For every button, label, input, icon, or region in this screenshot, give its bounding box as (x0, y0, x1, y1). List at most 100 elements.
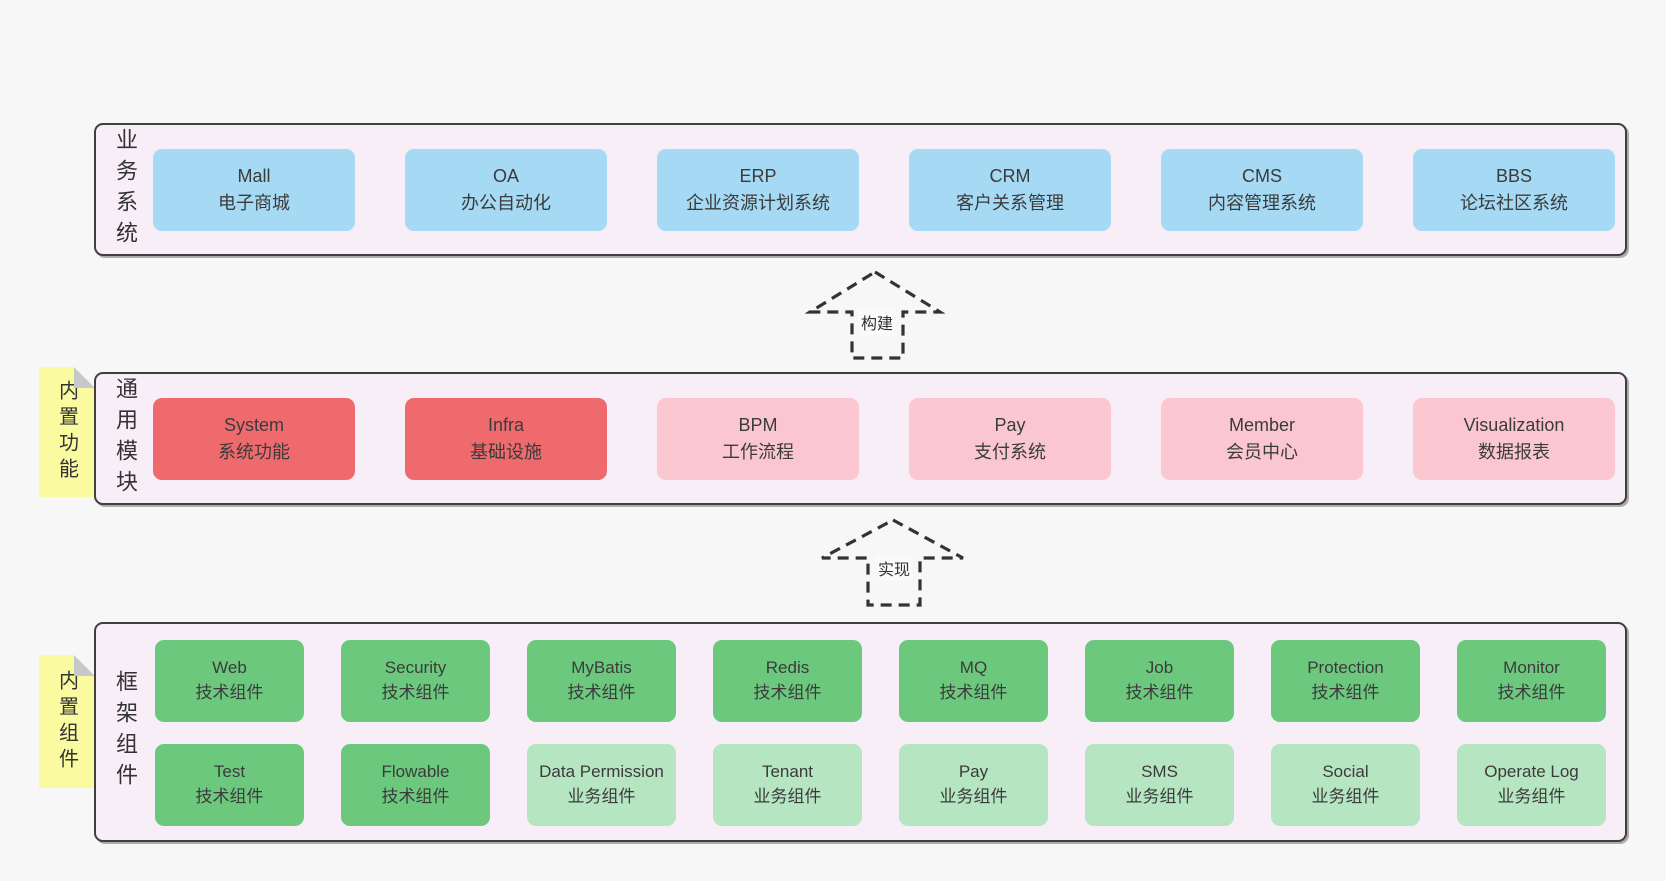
tag-label: 内置组件 (55, 669, 78, 774)
box-infra: Infra 基础设施 (405, 397, 607, 480)
box-title: Web (212, 658, 247, 678)
box-pay-biz: Pay 业务组件 (899, 744, 1048, 826)
box-subtitle: 业务组件 (939, 787, 1008, 806)
box-subtitle: 技术组件 (195, 787, 264, 806)
band-common-modules: 通用模块 System 系统功能 Infra 基础设施 BPM 工作流程 Pay… (94, 372, 1627, 505)
band-label-framework-components: 框架组件 (113, 670, 138, 794)
box-tenant: Tenant 业务组件 (713, 744, 862, 826)
box-subtitle: 业务组件 (753, 787, 822, 806)
box-subtitle: 数据报表 (1478, 441, 1550, 462)
box-subtitle: 企业资源计划系统 (686, 192, 830, 213)
box-web: Web 技术组件 (155, 640, 304, 722)
box-title: Job (1145, 658, 1174, 678)
arrow-build-label: 构建 (858, 309, 896, 335)
box-bpm: BPM 工作流程 (657, 397, 859, 480)
box-title: Infra (487, 415, 525, 436)
box-member: Member 会员中心 (1161, 397, 1363, 480)
box-subtitle: 技术组件 (195, 683, 264, 702)
box-subtitle: 技术组件 (381, 787, 450, 806)
box-social: Social 业务组件 (1271, 744, 1420, 826)
box-test: Test 技术组件 (155, 744, 304, 826)
box-title: BBS (1495, 166, 1533, 187)
box-subtitle: 工作流程 (722, 441, 794, 462)
tag-built-in-components: 内置组件 (39, 655, 95, 788)
box-subtitle: 技术组件 (381, 683, 450, 702)
box-protection: Protection 技术组件 (1271, 640, 1420, 722)
box-title: CMS (1242, 166, 1282, 187)
box-subtitle: 业务组件 (567, 787, 636, 806)
box-subtitle: 客户关系管理 (956, 192, 1064, 213)
arrow-implement-label: 实现 (875, 555, 913, 581)
box-redis: Redis 技术组件 (713, 640, 862, 722)
box-sms: SMS 业务组件 (1085, 744, 1234, 826)
box-subtitle: 基础设施 (470, 441, 542, 462)
box-title: Member (1228, 415, 1295, 436)
band-business-systems: 业务系统 Mall 电子商城 OA 办公自动化 ERP 企业资源计划系统 CRM… (94, 123, 1627, 256)
box-subtitle: 会员中心 (1226, 441, 1298, 462)
box-bbs: BBS 论坛社区系统 (1413, 148, 1615, 231)
box-pay: Pay 支付系统 (909, 397, 1111, 480)
business-systems-row: Mall 电子商城 OA 办公自动化 ERP 企业资源计划系统 CRM 客户关系… (153, 148, 1615, 231)
arrow-build-icon (805, 270, 945, 360)
box-title: Security (384, 658, 447, 678)
band-label-common-modules: 通用模块 (113, 376, 138, 501)
box-title: Data Permission (539, 762, 664, 782)
common-modules-row: System 系统功能 Infra 基础设施 BPM 工作流程 Pay 支付系统… (153, 397, 1615, 480)
box-mybatis: MyBatis 技术组件 (527, 640, 676, 722)
box-flowable: Flowable 技术组件 (341, 744, 490, 826)
box-subtitle: 技术组件 (567, 683, 636, 702)
box-subtitle: 业务组件 (1125, 787, 1194, 806)
box-operate-log: Operate Log 业务组件 (1457, 744, 1606, 826)
arrow-implement-icon (821, 518, 964, 607)
box-subtitle: 办公自动化 (461, 192, 551, 213)
box-title: Protection (1307, 658, 1384, 678)
box-subtitle: 技术组件 (753, 683, 822, 702)
band-label-business-systems: 业务系统 (113, 127, 138, 252)
box-subtitle: 论坛社区系统 (1460, 192, 1568, 213)
box-data-permission: Data Permission 业务组件 (527, 744, 676, 826)
box-title: Monitor (1503, 658, 1560, 678)
box-title: OA (492, 166, 519, 187)
box-title: MQ (959, 658, 988, 678)
band-framework-components: 框架组件 Web 技术组件 Security 技术组件 MyBatis 技术组件… (94, 622, 1627, 842)
box-visualization: Visualization 数据报表 (1413, 397, 1615, 480)
box-title: Test (213, 762, 246, 782)
tag-label: 内置功能 (55, 380, 78, 484)
box-subtitle: 技术组件 (1311, 683, 1380, 702)
box-title: BPM (738, 415, 778, 436)
box-title: Tenant (761, 762, 814, 782)
box-mall: Mall 电子商城 (153, 148, 355, 231)
box-title: ERP (739, 166, 777, 187)
box-erp: ERP 企业资源计划系统 (657, 148, 859, 231)
box-title: Visualization (1463, 415, 1565, 436)
box-subtitle: 支付系统 (974, 441, 1046, 462)
box-mq: MQ 技术组件 (899, 640, 1048, 722)
box-crm: CRM 客户关系管理 (909, 148, 1111, 231)
box-title: CRM (989, 166, 1031, 187)
box-subtitle: 业务组件 (1497, 787, 1566, 806)
box-subtitle: 技术组件 (1497, 683, 1566, 702)
tag-built-in-features: 内置功能 (39, 367, 95, 497)
box-title: MyBatis (571, 658, 632, 678)
framework-components-row-1: Web 技术组件 Security 技术组件 MyBatis 技术组件 Redi… (155, 640, 1606, 722)
box-system: System 系统功能 (153, 397, 355, 480)
box-title: System (223, 415, 284, 436)
framework-components-row-2: Test 技术组件 Flowable 技术组件 Data Permission … (155, 744, 1606, 826)
box-title: SMS (1141, 762, 1178, 782)
box-oa: OA 办公自动化 (405, 148, 607, 231)
box-security: Security 技术组件 (341, 640, 490, 722)
box-title: Operate Log (1484, 762, 1579, 782)
box-job: Job 技术组件 (1085, 640, 1234, 722)
box-title: Pay (958, 762, 989, 782)
box-monitor: Monitor 技术组件 (1457, 640, 1606, 722)
box-subtitle: 技术组件 (1125, 683, 1194, 702)
box-subtitle: 内容管理系统 (1208, 192, 1316, 213)
box-title: Social (1322, 762, 1369, 782)
fold-corner-icon (74, 367, 95, 388)
box-cms: CMS 内容管理系统 (1161, 148, 1363, 231)
box-title: Redis (765, 658, 810, 678)
fold-corner-icon (74, 655, 95, 676)
box-title: Flowable (381, 762, 450, 782)
box-subtitle: 技术组件 (939, 683, 1008, 702)
